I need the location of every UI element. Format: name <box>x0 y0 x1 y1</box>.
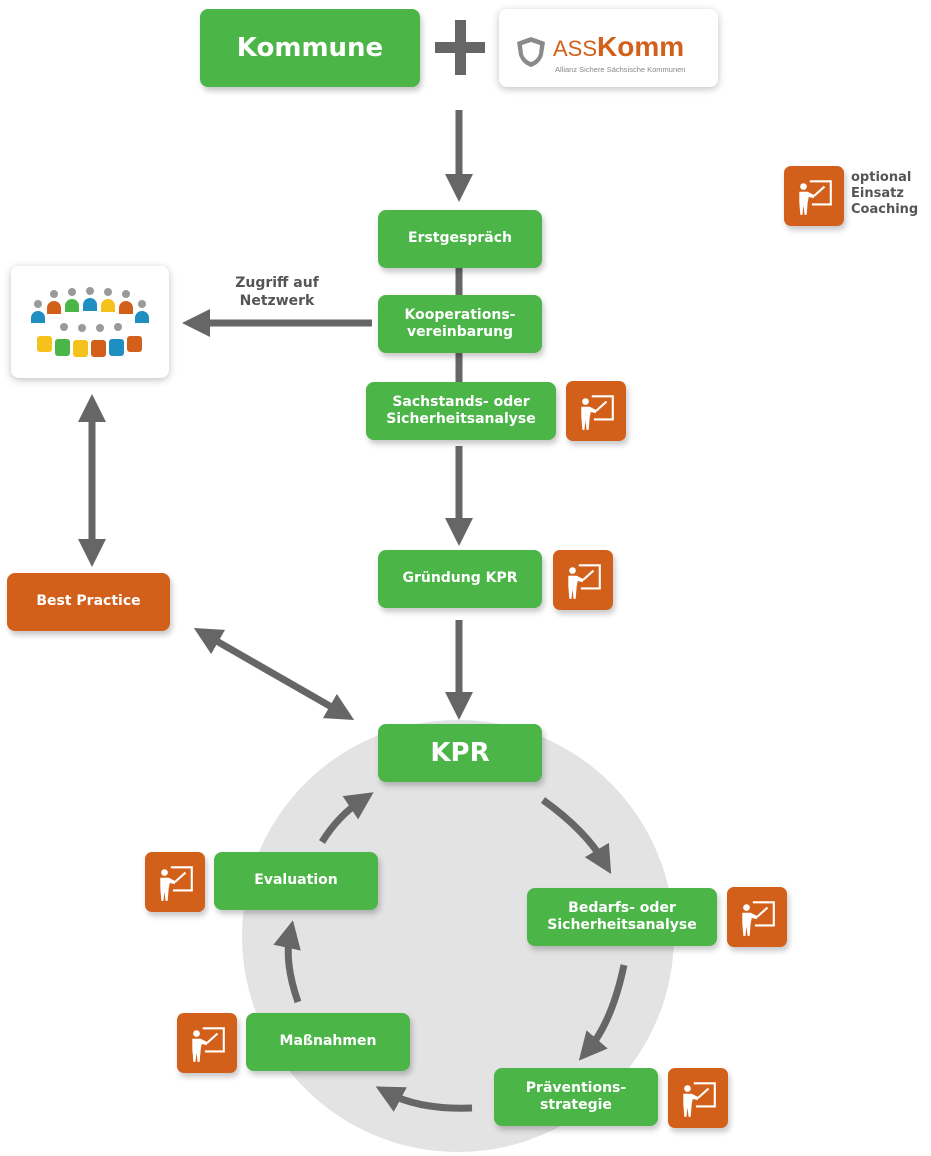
arrow-kpr-to-bedarf <box>540 797 612 875</box>
kooperation-label-2: vereinbarung <box>406 324 514 340</box>
arrow-praevention-to-massnahmen <box>375 1086 473 1112</box>
coaching-icon <box>727 887 787 947</box>
sachstand-box: Sachstands- oder Sicherheitsanalyse <box>366 382 556 440</box>
kpr-label: KPR <box>430 737 490 768</box>
coaching-icon <box>553 550 613 610</box>
praevention-label-1: Präventions- <box>525 1079 627 1096</box>
logo-tagline: Allianz Sichere Sächsische Kommunen <box>555 65 686 74</box>
arrow-massnahmen-to-evaluation <box>273 920 302 1004</box>
network-label-line2: Netzwerk <box>239 293 315 309</box>
network-people-icon <box>31 287 149 357</box>
plus-icon <box>435 20 485 75</box>
network-label: Zugriff auf Netzwerk <box>222 274 332 310</box>
sachstand-label-2: Sicherheitsanalyse <box>386 411 536 427</box>
legend-line2: Einsatz <box>851 186 904 201</box>
logo-name: Komm <box>597 31 685 62</box>
evaluation-label: Evaluation <box>254 872 338 889</box>
arrow-bedarf-to-praevention <box>578 964 628 1061</box>
coaching-icon <box>668 1068 728 1128</box>
praevention-label-2: strategie <box>540 1097 612 1113</box>
massnahmen-box: Maßnahmen <box>246 1013 410 1071</box>
best-practice-label: Best Practice <box>36 593 141 610</box>
legend-line1: optional <box>851 170 912 185</box>
bedarf-box: Bedarfs- oder Sicherheitsanalyse <box>527 888 717 946</box>
kooperation-label-1: Kooperations- <box>404 306 516 323</box>
coaching-icon <box>177 1013 237 1073</box>
erstgespraech-label: Erstgespräch <box>408 230 512 247</box>
network-card <box>11 266 169 378</box>
evaluation-box: Evaluation <box>214 852 378 910</box>
coaching-icon <box>784 166 844 226</box>
coaching-icon <box>145 852 205 912</box>
erstgespraech-box: Erstgespräch <box>378 210 542 268</box>
sachstand-label-1: Sachstands- oder <box>392 393 530 410</box>
massnahmen-label: Maßnahmen <box>279 1033 377 1050</box>
network-label-line1: Zugriff auf <box>235 275 319 291</box>
logo-prefix: ASS <box>553 36 598 61</box>
kooperation-box: Kooperations- vereinbarung <box>378 295 542 353</box>
bedarf-label-2: Sicherheitsanalyse <box>547 917 697 933</box>
legend-line3: Coaching <box>851 202 919 217</box>
legend-text: optional Einsatz Coaching <box>851 170 918 218</box>
praevention-box: Präventions- strategie <box>494 1068 658 1126</box>
kpr-box: KPR <box>378 724 542 782</box>
asskomm-logo: ASSKomm Allianz Sichere Sächsische Kommu… <box>499 9 718 87</box>
coaching-icon <box>566 381 626 441</box>
arrow-bestpractice-kpr <box>193 628 355 720</box>
kommune-box: Kommune <box>200 9 420 87</box>
shield-icon <box>517 37 545 67</box>
gruendung-box: Gründung KPR <box>378 550 542 608</box>
gruendung-label: Gründung KPR <box>402 570 518 587</box>
best-practice-box: Best Practice <box>7 573 170 631</box>
kommune-label: Kommune <box>236 32 384 63</box>
arrow-evaluation-to-kpr <box>319 792 374 844</box>
bedarf-label-1: Bedarfs- oder <box>568 899 676 916</box>
